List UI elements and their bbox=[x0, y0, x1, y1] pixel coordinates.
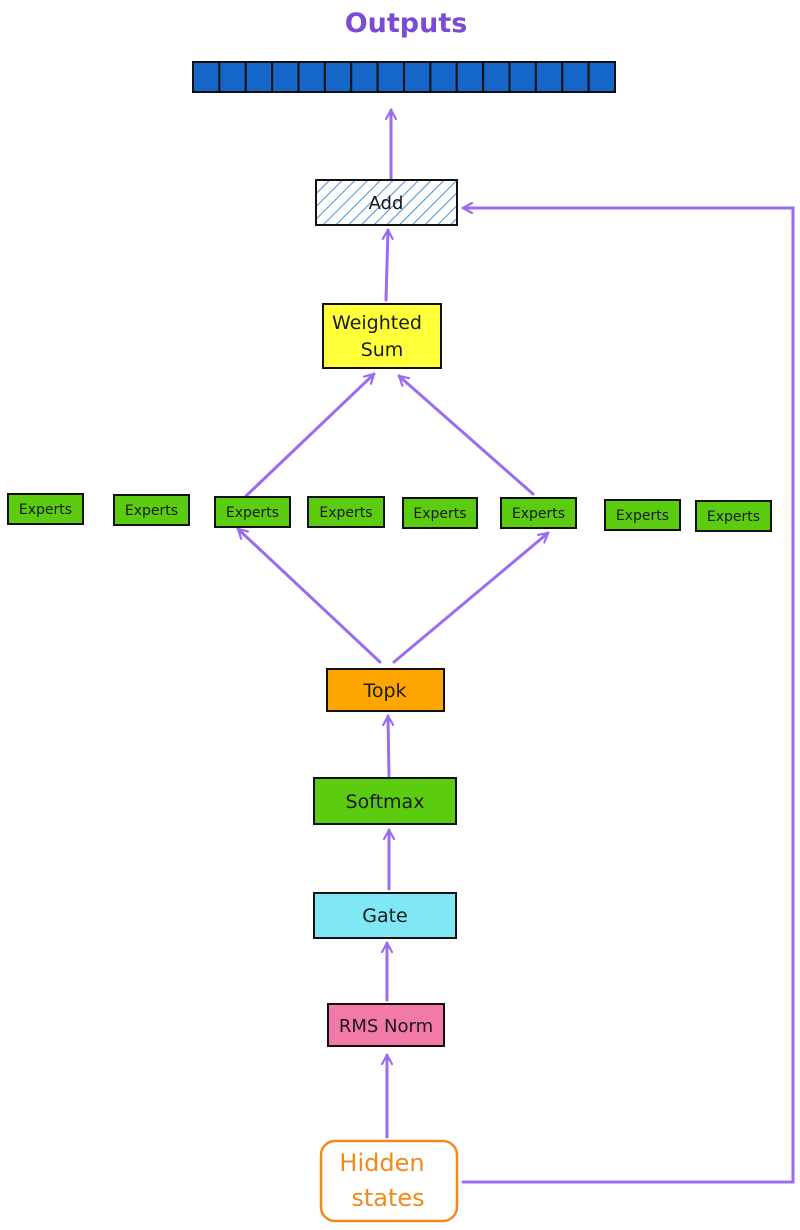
output-cell bbox=[376, 61, 405, 93]
expert-box-7: Experts bbox=[604, 499, 681, 531]
output-vector bbox=[192, 61, 616, 93]
output-cell bbox=[587, 61, 616, 93]
expert-label: Experts bbox=[319, 505, 372, 521]
expert-label: Experts bbox=[413, 506, 466, 522]
arrow-expert3-to-weightedsum bbox=[244, 372, 376, 498]
arrow-topk-to-expert3 bbox=[236, 527, 382, 664]
output-cell bbox=[561, 61, 590, 93]
softmax-label: Softmax bbox=[346, 791, 425, 813]
expert-box-4: Experts bbox=[307, 496, 385, 528]
hidden-states-label-line1: Hidden bbox=[339, 1149, 424, 1177]
expert-box-8: Experts bbox=[695, 500, 772, 532]
softmax-node: Softmax bbox=[313, 777, 457, 825]
expert-box-3: Experts bbox=[214, 496, 291, 528]
expert-label: Experts bbox=[226, 505, 279, 521]
arrow-weightedsum-to-add bbox=[386, 228, 388, 302]
expert-box-1: Experts bbox=[7, 493, 84, 525]
expert-label: Experts bbox=[512, 506, 565, 522]
expert-label: Experts bbox=[125, 503, 178, 519]
output-cell bbox=[218, 61, 247, 93]
output-cell bbox=[508, 61, 537, 93]
rms-norm-node: RMS Norm bbox=[327, 1003, 445, 1047]
weighted-sum-label-line2: Sum bbox=[361, 339, 404, 361]
output-cell bbox=[323, 61, 353, 93]
topk-label: Topk bbox=[362, 680, 406, 702]
expert-box-5: Experts bbox=[402, 497, 478, 529]
weighted-sum-node: Weighted Sum bbox=[322, 303, 442, 369]
output-cell bbox=[271, 61, 300, 93]
output-cell bbox=[244, 61, 274, 93]
arrow-expert6-to-weightedsum bbox=[397, 374, 535, 496]
arrow-residual-to-add bbox=[461, 208, 795, 1184]
arrows bbox=[236, 108, 795, 1184]
expert-box-2: Experts bbox=[113, 494, 190, 526]
gate-label: Gate bbox=[362, 905, 408, 927]
topk-node: Topk bbox=[326, 668, 445, 712]
hidden-states-label-line2: states bbox=[351, 1184, 424, 1212]
output-cell bbox=[350, 61, 379, 93]
expert-label: Experts bbox=[19, 502, 72, 518]
output-cell bbox=[534, 61, 564, 93]
arrow-topk-to-expert6 bbox=[392, 531, 550, 664]
output-cell bbox=[192, 61, 221, 93]
output-cell bbox=[429, 61, 458, 93]
hidden-states-node: Hidden states bbox=[319, 1139, 459, 1223]
output-cell bbox=[455, 61, 485, 93]
output-cell bbox=[297, 61, 326, 93]
output-cell bbox=[482, 61, 511, 93]
rms-norm-label: RMS Norm bbox=[339, 1016, 433, 1037]
add-node: Add bbox=[315, 179, 458, 226]
expert-label: Experts bbox=[707, 509, 760, 525]
output-cell bbox=[403, 61, 432, 93]
weighted-sum-label-line1: Weighted bbox=[332, 312, 422, 334]
gate-node: Gate bbox=[313, 892, 457, 939]
outputs-title: Outputs bbox=[345, 8, 468, 39]
experts-row: Experts Experts Experts Experts Experts Exper… bbox=[7, 493, 772, 532]
expert-box-6: Experts bbox=[500, 497, 577, 529]
arrow-softmax-to-topk bbox=[388, 714, 389, 778]
add-label: Add bbox=[369, 193, 404, 214]
expert-label: Experts bbox=[616, 508, 669, 524]
